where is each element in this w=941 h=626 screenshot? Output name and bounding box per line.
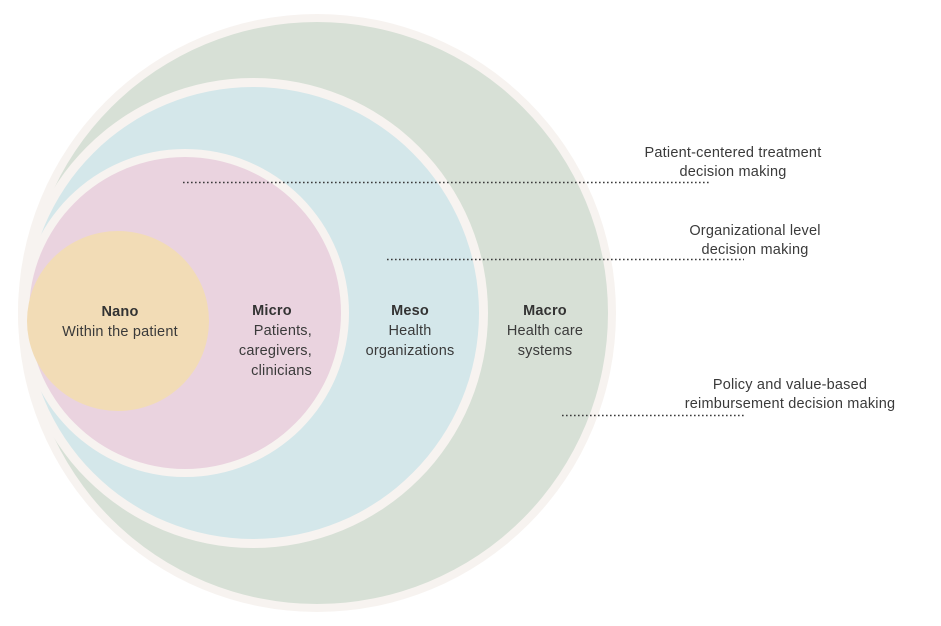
annotation-line: Patient-centered treatment [644, 145, 822, 161]
annotation-policy: Policy and value-based reimbursement dec… [660, 376, 920, 414]
annotation-line: reimbursement decision making [684, 396, 896, 412]
macro-title: Macro [523, 303, 567, 319]
micro-desc-line: Patients, [253, 323, 312, 339]
meso-title: Meso [391, 303, 429, 319]
meso-desc-line: organizations [365, 343, 455, 359]
micro-title: Micro [252, 303, 292, 319]
nano-label: Nano Within the patient [40, 302, 200, 342]
micro-label: Micro Patients, caregivers, clinicians [222, 301, 322, 381]
macro-label: Macro Health care systems [490, 301, 600, 361]
annotation-line: decision making [701, 242, 809, 258]
annotation-line: decision making [679, 164, 787, 180]
macro-desc-line: systems [517, 343, 573, 359]
meso-desc-line: Health [388, 323, 432, 339]
nano-circle [27, 231, 209, 411]
macro-desc-line: Health care [506, 323, 584, 339]
meso-label: Meso Health organizations [358, 301, 462, 361]
annotation-line: Policy and value-based [712, 377, 868, 393]
annotation-organizational: Organizational level decision making [650, 222, 860, 260]
micro-desc-line: clinicians [251, 363, 312, 379]
nano-desc-line: Within the patient [62, 324, 178, 340]
micro-desc-line: caregivers, [238, 343, 312, 359]
annotation-line: Organizational level [689, 223, 821, 239]
nano-title: Nano [101, 304, 139, 320]
annotation-patient-centered: Patient-centered treatment decision maki… [613, 144, 853, 182]
